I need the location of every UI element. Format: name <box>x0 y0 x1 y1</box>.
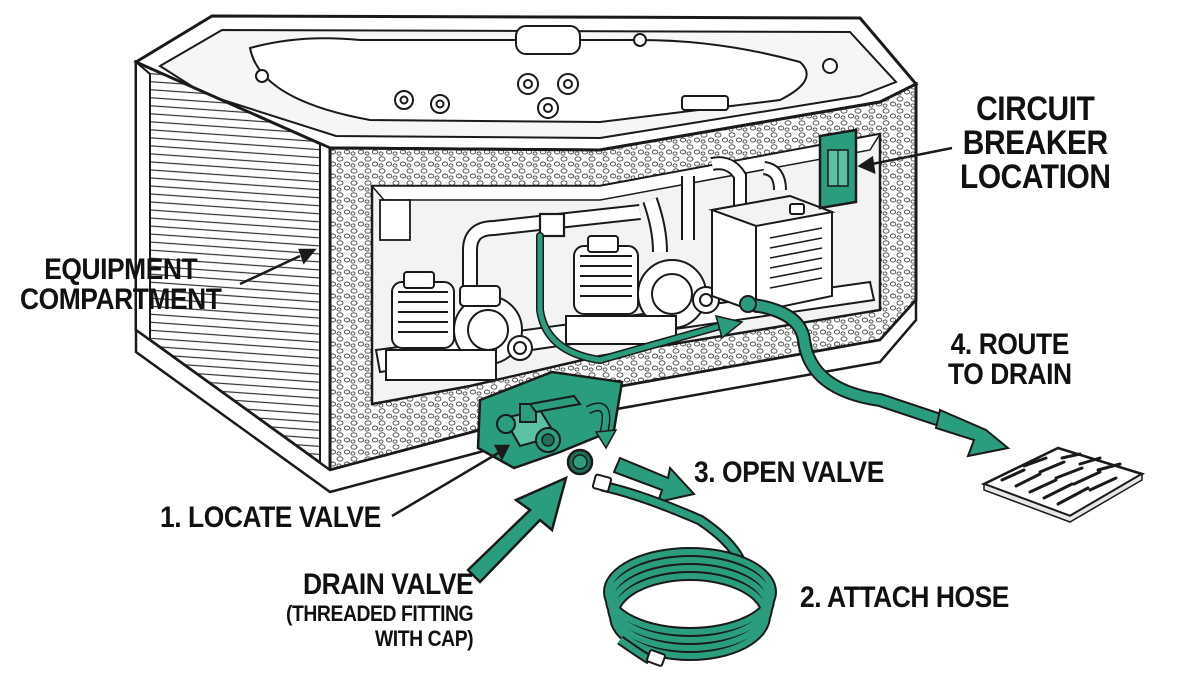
equipment-compartment-label: EQUIPMENT COMPARTMENT <box>20 253 222 316</box>
drain-hose-route <box>739 295 947 427</box>
circuit-breaker-box <box>818 128 858 210</box>
heater-unit <box>708 194 836 314</box>
circuit-breaker-label-line: BREAKER <box>962 124 1108 162</box>
route-to-drain-label: 4. ROUTE TO DRAIN <box>948 330 1072 390</box>
drain-valve-subtitle-line: (THREADED FITTING <box>286 601 474 626</box>
route-arrow <box>934 408 1011 458</box>
attach-hose-label: 2. ATTACH HOSE <box>800 581 1009 614</box>
circuit-breaker-label: CIRCUIT BREAKER LOCATION <box>960 90 1111 196</box>
pump-center <box>565 235 720 345</box>
coiled-garden-hose <box>591 473 777 667</box>
leader-lines <box>239 146 953 518</box>
route-label-line: TO DRAIN <box>948 358 1072 391</box>
valve-mounting-plate <box>476 370 624 470</box>
valve-handle <box>528 394 582 414</box>
floor-drain-grate <box>980 446 1146 523</box>
drain-valve-title: DRAIN VALVE <box>302 568 474 601</box>
drain-valve-assembly <box>476 370 624 476</box>
open-valve-label: 3. OPEN VALVE <box>694 456 884 489</box>
drain-valve-pointer-arrow <box>466 475 568 584</box>
equipment-label-line: EQUIPMENT <box>44 253 198 286</box>
circuit-breaker-label-line: LOCATION <box>960 158 1111 196</box>
drain-valve-subtitle-line: WITH CAP) <box>374 626 474 652</box>
pump-left <box>385 271 533 381</box>
jets <box>255 33 838 119</box>
drain-valve-label: DRAIN VALVE (THREADED FITTING WITH CAP) <box>286 568 474 652</box>
plumbing-pipes <box>462 156 787 290</box>
route-label-line: 4. ROUTE <box>950 328 1070 361</box>
equipment-label-line: COMPARTMENT <box>20 283 222 316</box>
locate-valve-label: 1. LOCATE VALVE <box>160 501 381 534</box>
headrest <box>515 25 581 55</box>
open-valve-arrow <box>612 456 696 504</box>
circuit-breaker-label-line: CIRCUIT <box>976 90 1095 128</box>
control-panel <box>681 95 729 111</box>
internal-hoses <box>536 232 744 365</box>
